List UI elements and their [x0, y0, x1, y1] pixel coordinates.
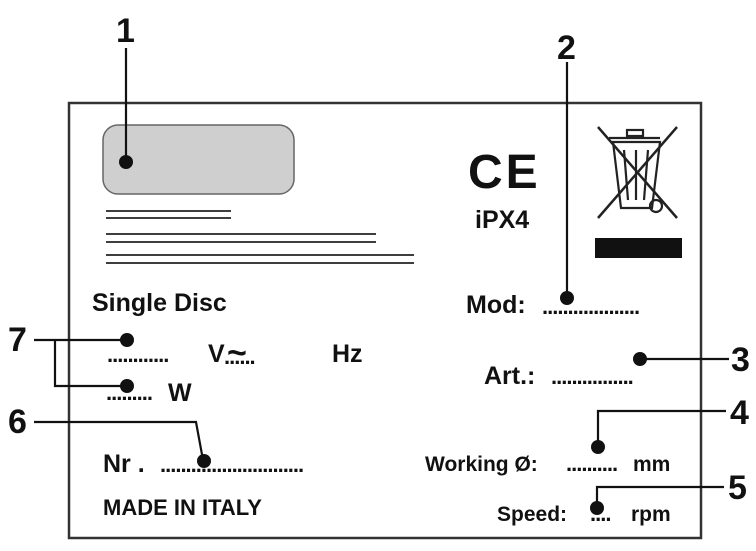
speed-label: Speed: [497, 503, 567, 526]
voltage-symbol-dots: ...... [224, 344, 255, 369]
callout-3: 3 [731, 341, 750, 379]
model-dots: ................... [542, 294, 639, 319]
voltage-dots: ............ [107, 342, 168, 367]
serial-dots: ............................ [160, 452, 303, 477]
logo-placeholder [102, 124, 295, 195]
callout-7: 7 [8, 321, 27, 359]
article-dots: ................ [551, 364, 633, 389]
ce-mark: CE [468, 146, 541, 199]
voltage-unit: V [208, 340, 225, 368]
origin-text: MADE IN ITALY [103, 495, 262, 520]
leader-lines [34, 48, 729, 508]
article-label: Art.: [484, 362, 535, 390]
frequency-unit: Hz [332, 340, 363, 368]
working-diameter-dots: .......... [566, 451, 617, 476]
speed-unit: rpm [631, 503, 671, 526]
callout-5: 5 [728, 469, 747, 507]
model-label: Mod: [466, 291, 526, 319]
weee-bar [595, 238, 682, 258]
callout-2: 2 [557, 29, 576, 67]
callout-dots [120, 291, 647, 515]
callout-4: 4 [730, 394, 749, 432]
ip-rating: iPX4 [475, 206, 529, 234]
power-unit: W [168, 379, 192, 407]
serial-label: Nr . [103, 450, 145, 478]
callout-6: 6 [8, 403, 27, 441]
crossed-out-wheelie-bin-icon [597, 126, 678, 219]
product-name: Single Disc [92, 289, 227, 317]
callout-1: 1 [116, 12, 135, 50]
text-lines [106, 210, 414, 264]
ac-symbol: ~ [227, 334, 247, 372]
working-diameter-unit: mm [633, 453, 670, 476]
working-diameter-label: Working Ø: [425, 453, 538, 476]
